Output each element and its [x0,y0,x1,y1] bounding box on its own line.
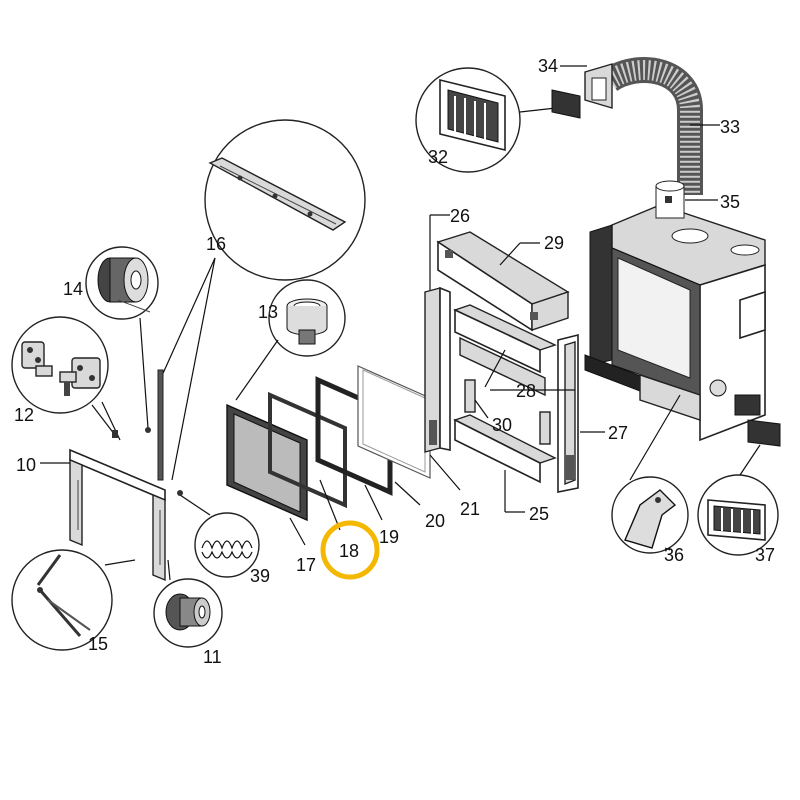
part-32-group [415,67,581,173]
part-16-bar [208,157,347,231]
leader-13 [235,339,279,401]
detail-circle-15 [11,549,113,651]
part-12-hinge-left [21,341,53,377]
label-37: 37 [755,545,775,565]
part-36-bracket [624,489,677,549]
leader-32 [519,107,557,113]
part-10-frame [69,430,166,582]
part-32-grille [439,78,506,152]
label-18: 18 [339,541,359,561]
part-33-flex-pipe [602,57,703,195]
label-28: 28 [516,381,536,401]
part-15-group [11,549,136,651]
leader-11 [167,559,171,581]
stove-body [584,204,766,442]
leader-37 [739,444,761,476]
part-36-group [611,394,689,554]
part-11-knob [165,593,211,631]
part-16-group [157,119,366,481]
leader-17 [289,517,306,546]
label-15: 15 [88,634,108,654]
leader-28 [484,349,506,388]
label-34: 34 [538,56,558,76]
label-11: 11 [203,647,222,667]
part-39-spring [201,540,253,559]
label-19: 19 [379,527,399,547]
detail-circle-12 [11,316,109,414]
leader-19 [364,484,383,521]
leader-21 [429,454,461,491]
label-20: 20 [425,511,445,531]
leader-39 [179,494,211,516]
leader-16 [159,257,216,381]
leader-36 [629,394,681,481]
part-14-group [85,246,159,433]
label-12: 12 [14,405,34,425]
part-30-brackets [464,379,551,445]
label-27: 27 [608,423,628,443]
leader-12 [91,404,116,436]
part-35-flue-cap [655,180,685,219]
label-21: 21 [460,499,480,519]
part-10-clip [112,430,118,438]
leader-15 [104,559,136,566]
label-26: 26 [450,206,470,226]
part-13-group [235,279,346,401]
part-17-glass-frame [226,403,308,522]
part-39-group [177,490,260,578]
leader-14 [139,317,149,429]
label-13: 13 [258,302,278,322]
part-27-side-panel [557,333,579,493]
leader-30 [474,399,489,419]
label-35: 35 [720,192,740,212]
label-33: 33 [720,117,740,137]
detail-circle-39 [194,512,260,578]
label-14: 14 [63,279,83,299]
leader-16b [171,257,216,481]
label-30: 30 [492,415,512,435]
leader-36b [664,547,671,551]
label-17: 17 [296,555,316,575]
part-12-group [11,316,121,441]
leader-20 [394,481,421,506]
label-25: 25 [529,504,549,524]
label-39: 39 [250,566,270,586]
part-37-small-vent [747,419,781,447]
label-36: 36 [664,545,684,565]
label-32: 32 [428,147,448,167]
label-16: 16 [206,234,226,254]
part-25-bottom-brick [453,414,557,484]
part-14-pin [145,427,151,433]
part-29-top-brick [436,231,570,332]
part-14-gasket-roll [97,257,151,313]
part-37-vent [707,499,766,541]
part-12-hinge-right [59,357,101,396]
part-34-duct-collar [584,63,613,109]
leader-18 [319,479,341,531]
part-13-ring [286,298,328,345]
highlight-ring [320,520,380,580]
part-32-small-grille [551,89,581,119]
part-26-side-panel [424,286,451,453]
part-15-bracket [36,554,91,637]
part-16-rod [157,369,164,481]
label-29: 29 [544,233,564,253]
label-10: 10 [16,455,36,475]
part-37-group [697,419,781,556]
part-11-group [153,559,223,648]
leader-29b [499,242,521,266]
part-28-bricks [453,304,557,397]
part-20-glass-pane [357,365,431,479]
